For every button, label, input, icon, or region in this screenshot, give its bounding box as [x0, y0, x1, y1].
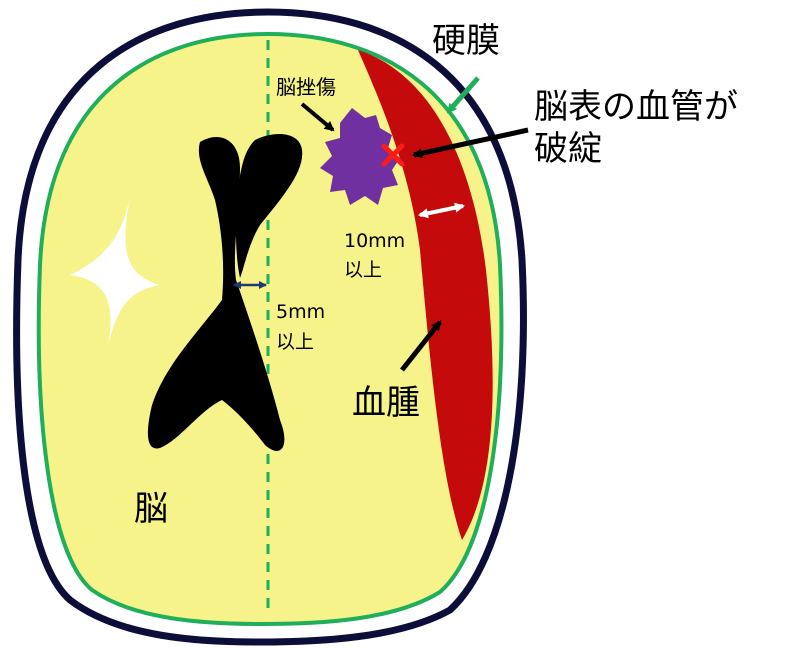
- arrow-to-hematoma: [400, 320, 442, 372]
- contusion-blob: [320, 108, 400, 205]
- label-brain: 脳: [134, 489, 168, 529]
- ventricle: [147, 137, 285, 451]
- skull-outline: [13, 8, 527, 646]
- label-vessel-rupture-line2: 破綻: [534, 129, 602, 169]
- thickness-double-arrow: [418, 202, 465, 219]
- hematoma-region: [358, 50, 493, 540]
- label-thickness-line1: 10mm: [344, 230, 405, 252]
- label-hematoma: 血腫: [352, 383, 420, 423]
- label-midline-shift-line1: 5mm: [276, 301, 325, 323]
- arrow-to-dura: [446, 76, 480, 114]
- arrow-to-rupture: [412, 127, 529, 159]
- arrow-to-contusion: [300, 102, 335, 132]
- sulcus-white: [70, 198, 160, 345]
- label-contusion: 脳挫傷: [276, 75, 336, 99]
- label-thickness-line2: 以上: [344, 259, 382, 281]
- ventricle-right-horn: [235, 134, 303, 278]
- label-midline-shift-line2: 以上: [276, 331, 314, 353]
- label-vessel-rupture-line1: 脳表の血管が: [534, 87, 738, 127]
- label-dura: 硬膜: [432, 21, 500, 61]
- x-mark-icon: [381, 143, 405, 167]
